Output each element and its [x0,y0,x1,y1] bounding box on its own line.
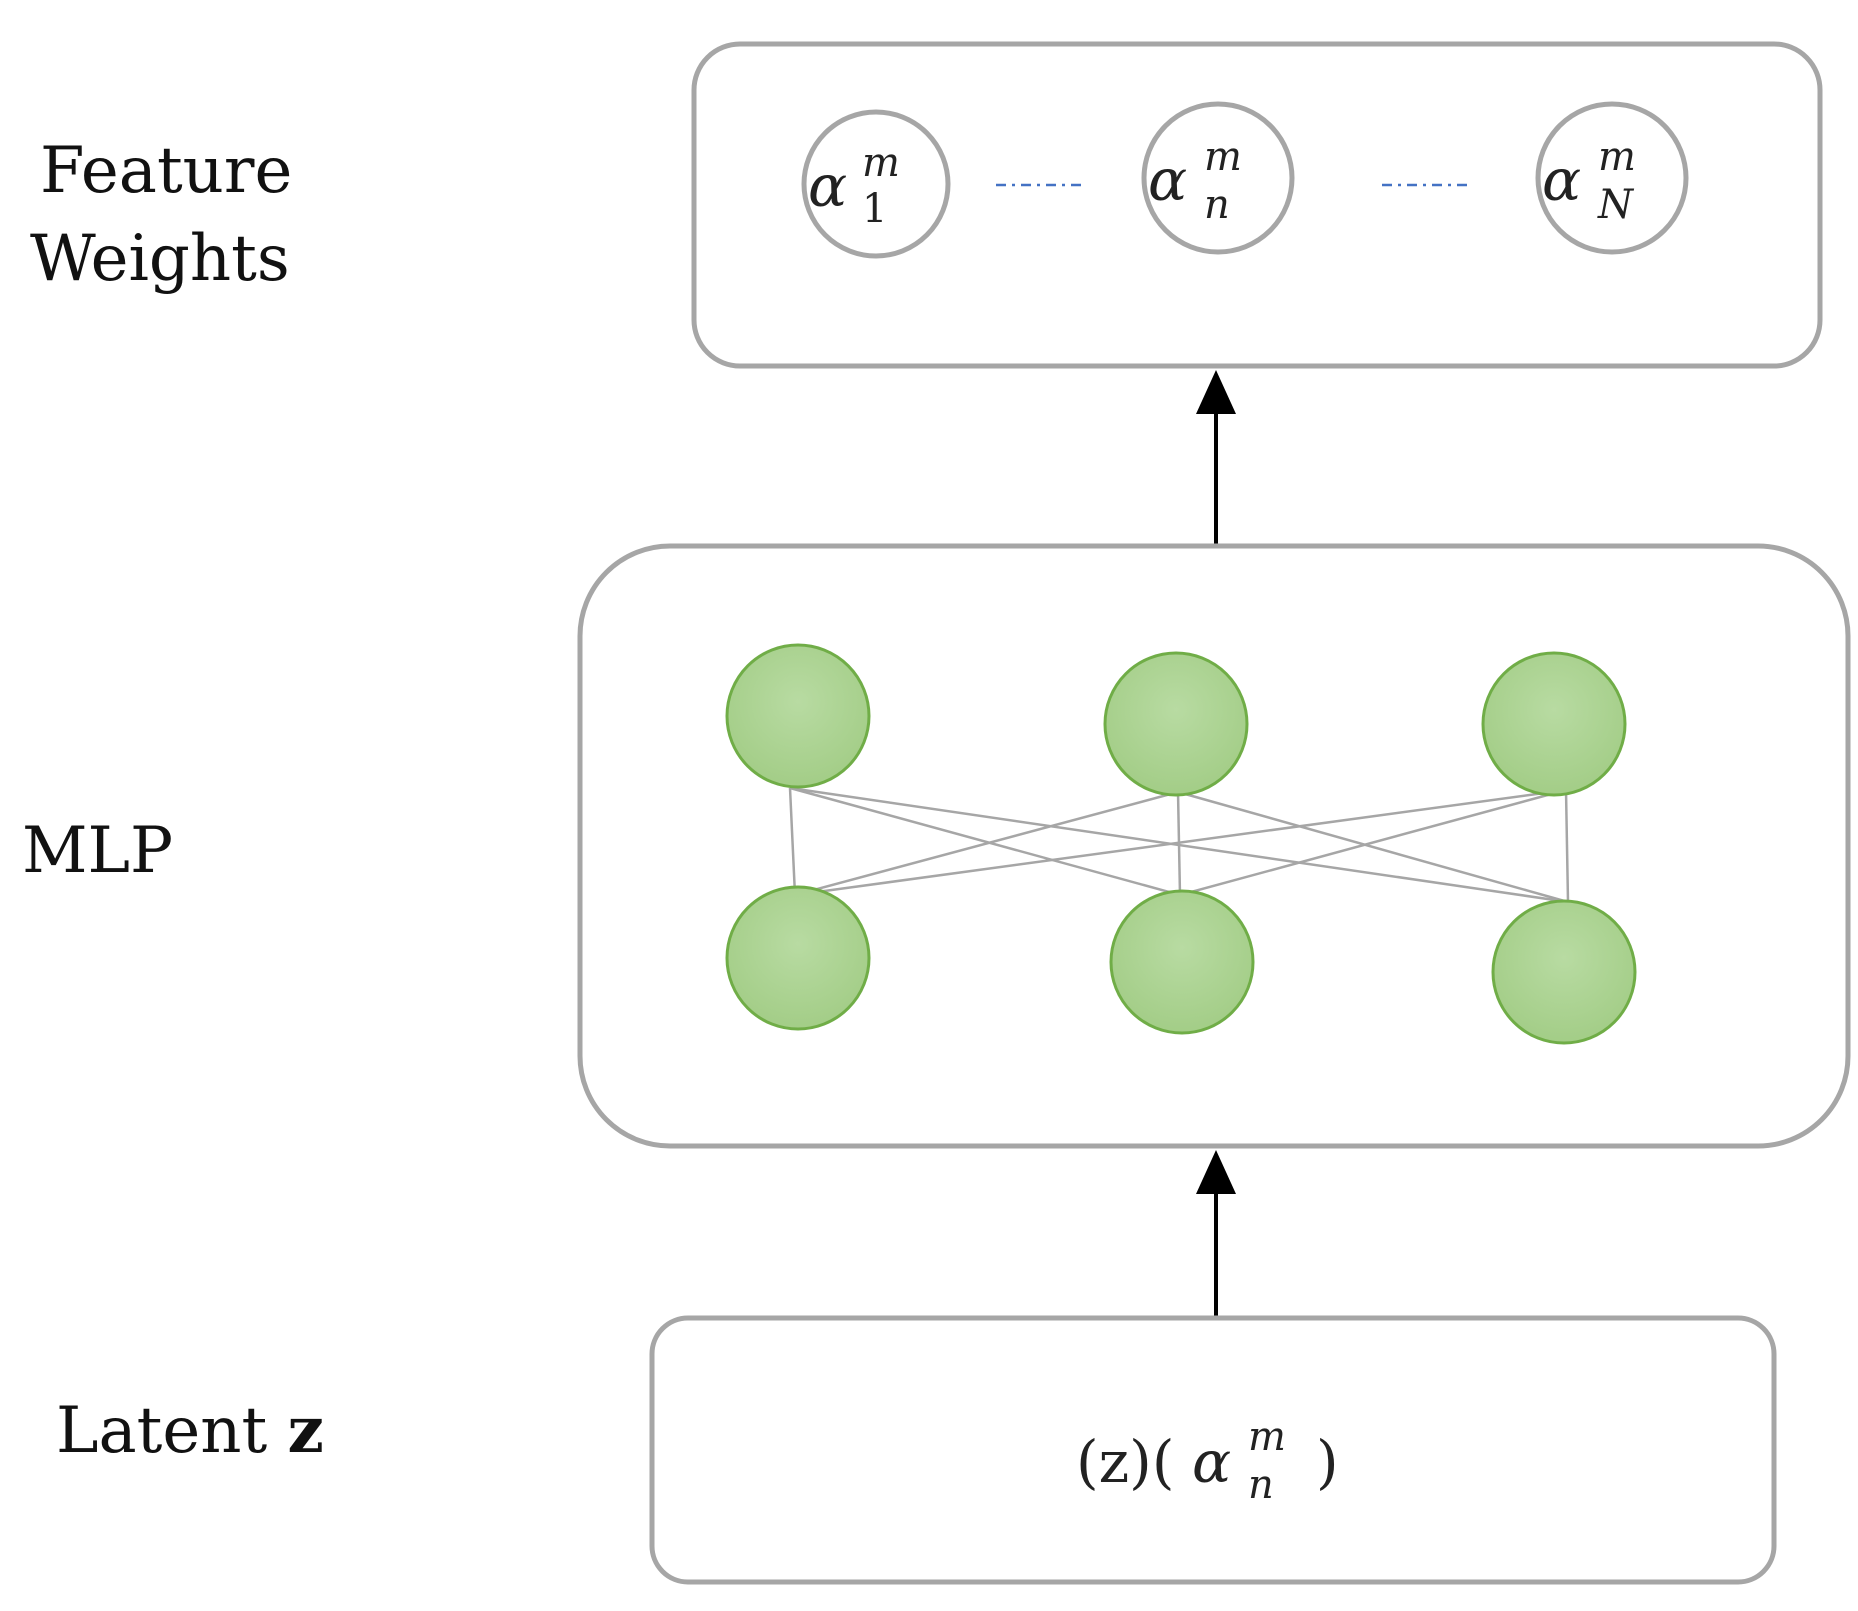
node-n-sup: m [1204,134,1242,180]
mlp-edges [788,786,1570,904]
arrow-latent-to-mlp [1196,1150,1236,1322]
feature-weight-node-n: α m n [1141,101,1295,255]
feature-weight-node-N: α m N [1535,101,1689,255]
latent-formula-sup: m [1248,1414,1286,1460]
latent-formula-sub: n [1248,1462,1274,1508]
arrow-mlp-to-weights [1196,370,1236,550]
latent-label-var: z [288,1393,324,1468]
mlp-node-bottom-3 [1491,899,1637,1045]
node-1-sup: m [862,140,900,186]
edge-t3-b2 [1179,788,1567,897]
edge-t1-b1 [788,787,797,896]
edge-t1-b2 [789,786,1181,897]
feature-weights-label-line1: Feature [40,134,292,208]
node-1-sub: 1 [862,186,887,232]
feature-weight-node-1: α m 1 [801,109,951,259]
edge-t3-b3 [1564,789,1570,903]
mlp-node-top-3 [1481,651,1627,797]
node-N-symbol: α [1542,146,1581,214]
latent-formula: (z)( α m n ) [1076,1414,1339,1508]
mlp-node-bottom-1 [725,885,871,1031]
mlp-box [577,543,1851,1149]
node-n-symbol: α [1148,146,1187,214]
node-N-sup: m [1598,134,1636,180]
feature-weights-label-line2: Weights [30,222,290,296]
edge-t2-b3 [1177,790,1569,904]
latent-label-prefix: Latent [56,1394,288,1468]
latent-formula-suffix: ) [1316,1428,1339,1496]
mlp-node-top-2 [1103,651,1249,797]
node-1-symbol: α [808,152,847,220]
latent-label: Latent z [56,1393,324,1468]
edge-t3-b1 [794,788,1567,897]
mlp-node-bottom-2 [1109,889,1255,1035]
latent-formula-prefix: (z)( [1076,1428,1174,1496]
mlp-node-top-1 [725,643,871,789]
mlp-label: MLP [22,814,173,888]
latent-formula-symbol: α [1192,1428,1231,1496]
latent-box [649,1315,1777,1585]
node-n-sub: n [1204,182,1230,228]
node-N-sub: N [1597,182,1635,228]
edge-t2-b1 [794,790,1179,897]
